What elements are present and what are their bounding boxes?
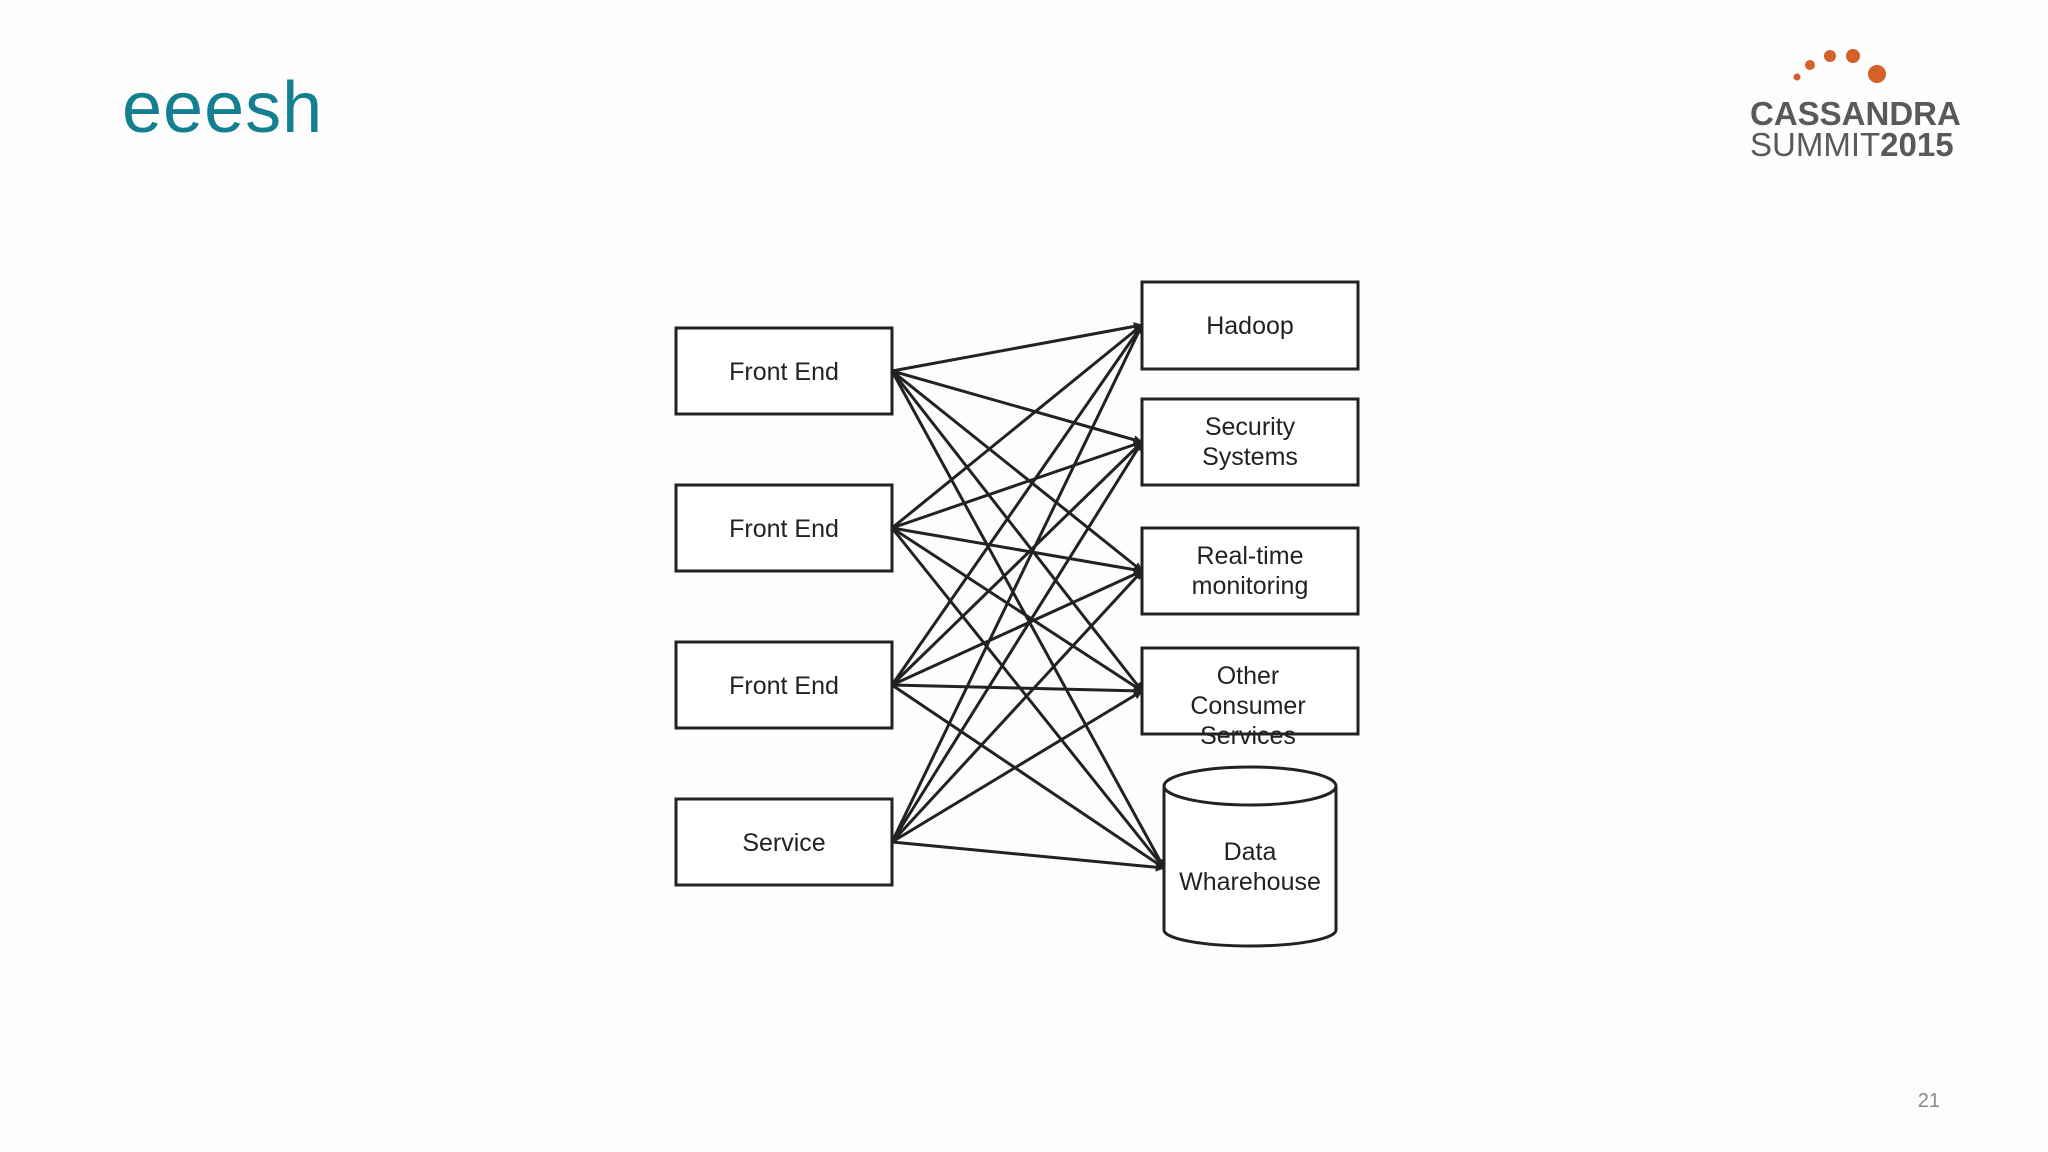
source-node-label: Service [742,829,825,857]
edge-svc-to-dw [891,840,1165,872]
target-node-other-consumer-services: Other Consumer Services [1140,646,1360,750]
logo-text-summit: SUMMIT2015 [1750,127,1954,163]
edge-svc-to-hadoop [890,324,1144,843]
target-node-hadoop: Hadoop [1140,280,1360,371]
edge-fe3-to-realtime [891,569,1143,687]
source-node-front-end-3: Front End [674,640,894,730]
edge-fe2-to-hadoop [891,323,1143,530]
edge-svc-to-security [890,441,1144,843]
target-node-label: Security [1205,413,1296,441]
edge-fe3-to-security [890,440,1144,687]
edge-fe3-to-other [891,683,1143,696]
edge-fe1-to-realtime [891,369,1143,573]
target-node-label: Consumer [1190,692,1305,720]
logo-dots-icon [1793,49,1886,83]
target-node-security-systems: Security Systems [1140,397,1360,487]
edge-fe1-to-security [891,369,1143,445]
target-node-label: Wharehouse [1179,868,1321,896]
source-node-label: Front End [729,515,839,543]
edge-fe2-to-dw [890,527,1166,869]
database-cylinder-icon [1162,765,1338,807]
edge-fe3-to-dw [891,683,1165,870]
source-node-front-end-1: Front End [674,326,894,416]
edge-svc-to-realtime [890,569,1144,844]
cassandra-summit-logo: CASSANDRA SUMMIT2015 [1740,46,1961,164]
target-node-real-time-monitoring: Real-time monitoring [1140,526,1360,616]
logo-text-cassandra: CASSANDRA [1750,95,1961,132]
edge-fe2-to-realtime [891,526,1143,575]
target-node-label: Data [1224,838,1277,866]
target-node-label: Systems [1202,443,1298,471]
edge-fe1-to-other [890,370,1144,692]
edge-fe2-to-security [891,440,1143,530]
edge-fe1-to-hadoop [891,322,1143,373]
target-node-label: Hadoop [1206,312,1294,340]
target-node-label: monitoring [1192,572,1309,600]
slide-title: eeesh [122,68,324,148]
source-node-label: Front End [729,358,839,386]
edge-fe2-to-other [891,526,1143,693]
target-node-label: Other [1217,662,1280,690]
target-node-data-wharehouse: Data Wharehouse [1162,765,1338,948]
target-node-label: Real-time [1197,542,1304,570]
logo-text-summit-word: SUMMIT [1750,126,1881,163]
connection-edges [890,322,1166,872]
edge-fe3-to-hadoop [890,324,1144,686]
edge-fe1-to-dw [890,370,1166,869]
source-node-service: Service [674,797,894,887]
page-number: 21 [1917,1090,1940,1112]
source-node-front-end-2: Front End [674,483,894,573]
target-node-label: Services [1200,722,1296,750]
logo-text-summit-year: 2015 [1880,126,1954,163]
source-node-label: Front End [729,672,839,700]
edge-svc-to-other [891,689,1143,844]
